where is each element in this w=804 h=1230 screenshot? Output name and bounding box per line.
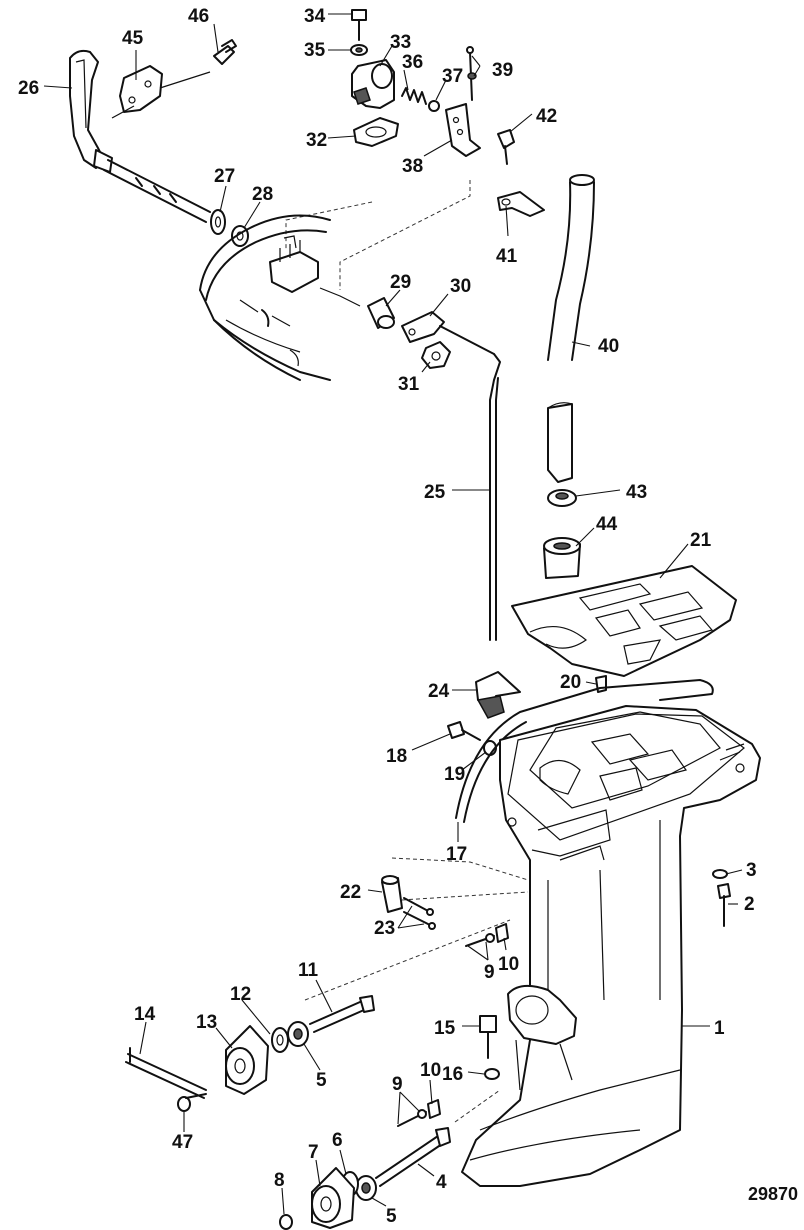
callout-19: 19 bbox=[444, 764, 465, 785]
part-44-seal bbox=[543, 537, 581, 579]
callout-40: 40 bbox=[598, 336, 619, 357]
part-1-driveshaft-housing bbox=[461, 705, 761, 1187]
part-40-tube bbox=[547, 174, 595, 483]
leader-lines bbox=[43, 13, 743, 1215]
part-9-10-lower bbox=[397, 1099, 441, 1127]
part-37-ball bbox=[428, 100, 440, 112]
part-31-nut bbox=[421, 341, 451, 369]
part-18-bolt bbox=[447, 721, 481, 741]
callout-2: 2 bbox=[744, 894, 755, 915]
part-4-bolt bbox=[375, 1127, 451, 1187]
part-42-bolt bbox=[497, 129, 515, 165]
part-9-10-upper bbox=[465, 923, 509, 947]
part-34-bolt bbox=[351, 9, 367, 41]
callout-10-lower: 10 bbox=[420, 1060, 441, 1081]
part-43-grommet bbox=[547, 489, 577, 507]
callout-5-lower: 5 bbox=[386, 1206, 397, 1227]
callout-9-lower: 9 bbox=[392, 1074, 403, 1095]
callout-4: 4 bbox=[436, 1172, 447, 1193]
callout-14: 14 bbox=[134, 1004, 156, 1025]
part-25-shift-rod bbox=[489, 353, 501, 641]
callout-16: 16 bbox=[442, 1064, 463, 1085]
callout-45: 45 bbox=[122, 28, 144, 49]
part-45-bracket bbox=[111, 65, 211, 119]
callout-3: 3 bbox=[746, 860, 757, 881]
callout-46: 46 bbox=[188, 6, 209, 27]
callout-29: 29 bbox=[390, 272, 411, 293]
callout-labels: 46 45 26 34 35 33 36 37 39 42 32 38 27 2… bbox=[18, 6, 757, 1227]
callout-28: 28 bbox=[252, 184, 273, 205]
callout-41: 41 bbox=[496, 246, 518, 267]
part-38-39-bracket bbox=[445, 46, 481, 157]
callout-22: 22 bbox=[340, 882, 361, 903]
part-41-clip bbox=[497, 191, 545, 217]
callout-30: 30 bbox=[450, 276, 471, 297]
part-24-lever bbox=[475, 671, 521, 719]
figure-number: 29870 bbox=[748, 1184, 798, 1204]
part-22-pin bbox=[381, 875, 403, 913]
callout-5-upper: 5 bbox=[316, 1070, 327, 1091]
callout-7: 7 bbox=[308, 1142, 319, 1163]
part-21-gasket bbox=[511, 565, 737, 677]
callout-18: 18 bbox=[386, 746, 407, 767]
part-26-shift-handle bbox=[69, 49, 211, 223]
callout-33: 33 bbox=[390, 32, 411, 53]
callout-21: 21 bbox=[690, 530, 712, 551]
callout-42: 42 bbox=[536, 106, 557, 127]
part-8-washer bbox=[279, 1214, 293, 1230]
callout-24: 24 bbox=[428, 681, 450, 702]
callout-34: 34 bbox=[304, 6, 326, 27]
callout-47: 47 bbox=[172, 1132, 193, 1153]
lower-cowl-pan bbox=[199, 214, 331, 381]
part-2-bolt bbox=[717, 883, 731, 927]
part-13-mount bbox=[225, 1025, 269, 1095]
part-16-washer bbox=[484, 1068, 500, 1080]
callout-1: 1 bbox=[714, 1018, 725, 1039]
part-7-mount bbox=[311, 1167, 355, 1229]
callout-37: 37 bbox=[442, 66, 463, 87]
part-12-washer bbox=[271, 1027, 289, 1053]
part-3-washer bbox=[712, 869, 728, 879]
callout-8: 8 bbox=[274, 1170, 285, 1191]
callout-36: 36 bbox=[402, 52, 423, 73]
callout-15: 15 bbox=[434, 1018, 456, 1039]
part-33-housing bbox=[351, 59, 395, 109]
part-46-screw bbox=[213, 39, 237, 65]
callout-39: 39 bbox=[492, 60, 513, 81]
part-35-washer bbox=[350, 44, 368, 56]
callout-20: 20 bbox=[560, 672, 581, 693]
callout-44: 44 bbox=[596, 514, 618, 535]
part-15-bolt bbox=[479, 1015, 497, 1059]
callout-38: 38 bbox=[402, 156, 423, 177]
part-29-bushing bbox=[367, 297, 395, 329]
callout-10-upper: 10 bbox=[498, 954, 519, 975]
callout-6: 6 bbox=[332, 1130, 343, 1151]
callout-11: 11 bbox=[298, 960, 319, 981]
part-30-lever bbox=[401, 311, 495, 355]
callout-25: 25 bbox=[424, 482, 446, 503]
shift-bracket-assembly bbox=[269, 235, 361, 307]
part-5-washer-upper bbox=[287, 1021, 309, 1047]
callout-35: 35 bbox=[304, 40, 326, 61]
callout-43: 43 bbox=[626, 482, 647, 503]
part-17-seal-strip bbox=[455, 679, 714, 823]
callout-31: 31 bbox=[398, 374, 420, 395]
part-36-spring bbox=[401, 87, 427, 105]
alignment-lines bbox=[285, 180, 529, 1123]
callout-26: 26 bbox=[18, 78, 39, 99]
part-23-screws bbox=[403, 897, 436, 930]
part-5-washer-lower bbox=[355, 1175, 377, 1201]
callout-17: 17 bbox=[446, 844, 467, 865]
part-47-washer bbox=[177, 1093, 207, 1112]
callout-13: 13 bbox=[196, 1012, 217, 1033]
callout-27: 27 bbox=[214, 166, 235, 187]
callout-23: 23 bbox=[374, 918, 395, 939]
callout-9-upper: 9 bbox=[484, 962, 495, 983]
part-14-rod bbox=[125, 1047, 207, 1099]
callout-12: 12 bbox=[230, 984, 251, 1005]
part-11-bolt bbox=[309, 995, 375, 1033]
part-32-gasket bbox=[353, 117, 399, 147]
callout-32: 32 bbox=[306, 130, 327, 151]
